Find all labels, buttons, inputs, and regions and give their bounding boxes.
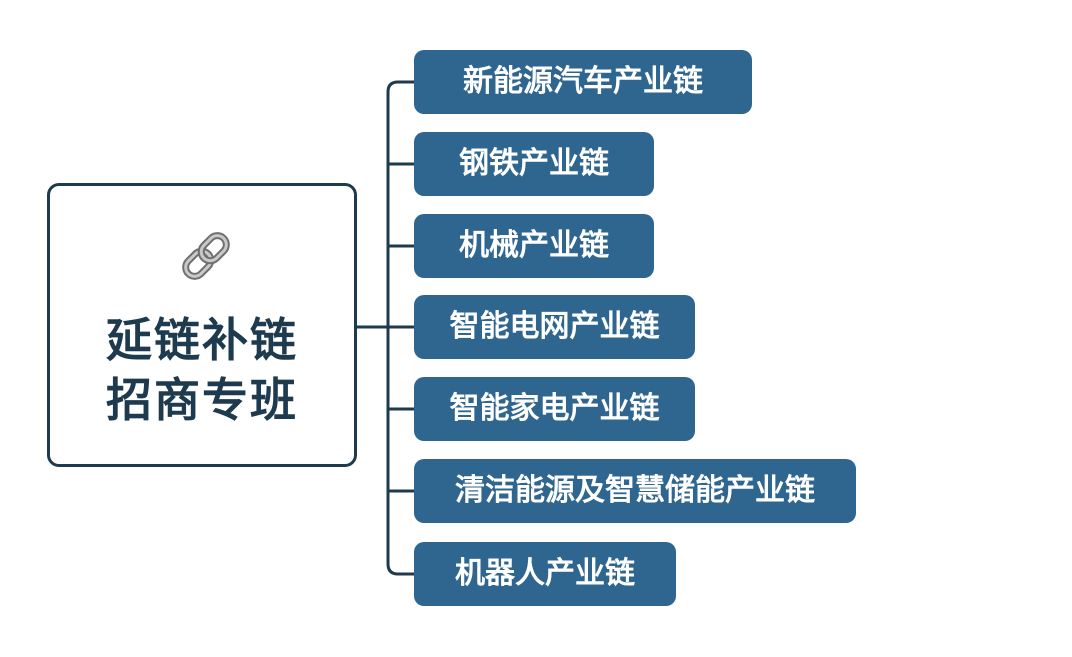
root-title-line-1: 延链补链: [106, 313, 298, 367]
root-node: 延链补链 招商专班: [47, 183, 357, 467]
chain-link-icon: [182, 232, 230, 280]
branch-node: 智能家电产业链: [414, 377, 695, 441]
branch-node: 新能源汽车产业链: [414, 50, 752, 114]
branch-node: 钢铁产业链: [414, 132, 654, 196]
branch-node: 机械产业链: [414, 214, 654, 278]
root-title-line-2: 招商专班: [106, 373, 298, 427]
root-title: 延链补链 招商专班: [50, 310, 354, 430]
branch-node: 清洁能源及智慧储能产业链: [414, 459, 856, 523]
branch-node: 智能电网产业链: [414, 295, 695, 359]
branch-node: 机器人产业链: [414, 542, 676, 606]
